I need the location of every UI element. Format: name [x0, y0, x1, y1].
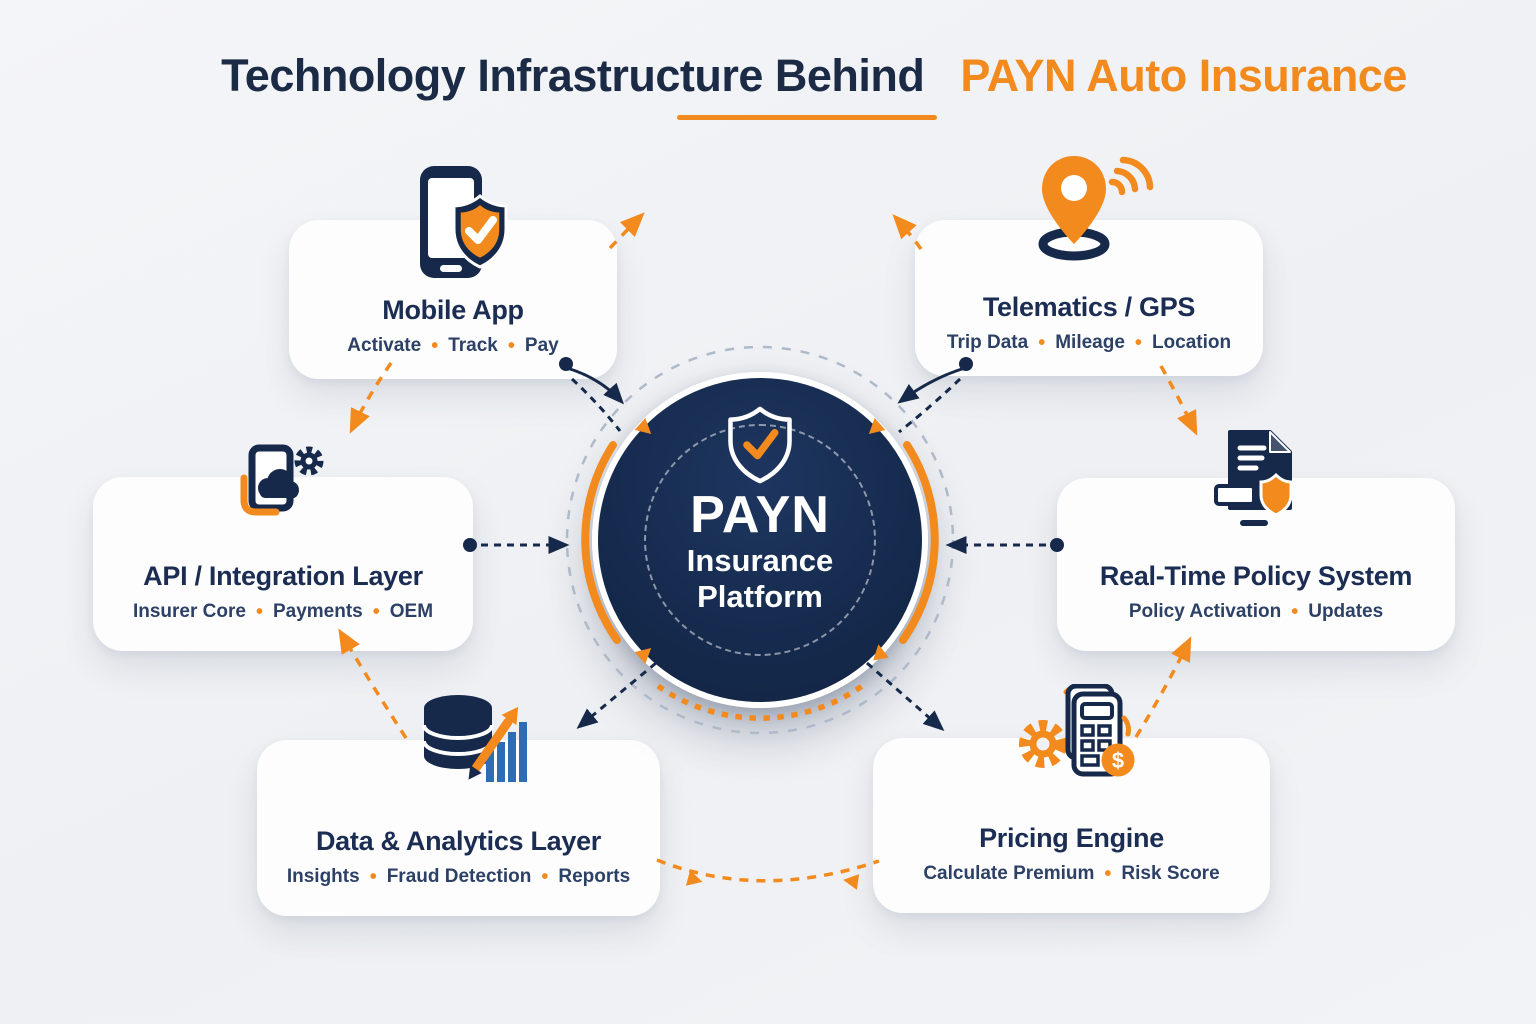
card-subtitle: Policy Activation • Updates	[1129, 601, 1383, 623]
card-item: Reports	[558, 866, 631, 887]
ring-bottom-arrowhead	[685, 870, 703, 886]
card-item: Trip Data	[946, 332, 1029, 353]
bullet-separator: •	[1104, 863, 1112, 885]
calculator-gear-coin-icon: $	[1019, 684, 1135, 777]
database-chart-icon	[422, 695, 527, 782]
arrow-hub-to-data	[576, 661, 657, 729]
page-title-prefix: Technology Infrastructure Behind	[221, 50, 925, 101]
hub-line2: Insurance	[686, 542, 834, 578]
card-item: Insurer Core	[132, 601, 246, 622]
dollar-glyph: $	[1112, 748, 1124, 773]
card-item: Track	[448, 335, 498, 356]
bullet-separator: •	[372, 601, 380, 623]
card-subtitle: Calculate Premium • Risk Score	[923, 863, 1219, 885]
gps-pin-signal-icon	[1038, 156, 1154, 261]
arrow-hub-to-pricing	[866, 661, 945, 731]
card-item: OEM	[389, 601, 434, 622]
card-item: Insights	[286, 866, 360, 887]
card-title: Telematics / GPS	[982, 292, 1196, 322]
title-space	[936, 50, 948, 101]
page-title-highlight: PAYN Auto Insurance	[960, 50, 1407, 101]
card-item: Payments	[272, 601, 363, 622]
bullet-separator: •	[255, 601, 263, 623]
hub-line3: Platform	[697, 579, 823, 615]
bullet-separator: •	[1038, 332, 1046, 354]
central-platform-hub: PAYN Insurance Platform	[592, 372, 928, 708]
policy-document-shield-icon	[1214, 430, 1293, 526]
bullet-separator: •	[541, 866, 549, 888]
card-item: Fraud Detection	[386, 866, 532, 887]
hub-brand-name: PAYN	[690, 486, 830, 544]
api-cloud-gear-icon	[240, 444, 324, 516]
telematics-gps-card: Telematics / GPS Trip Data • Mileage • Locat…	[915, 220, 1263, 376]
arrow-mobile-to-hub-dashed	[570, 377, 622, 432]
arrow-telematics-to-hub-dashed	[898, 377, 962, 434]
card-item: Risk Score	[1121, 863, 1220, 884]
title-underline	[677, 115, 937, 120]
card-subtitle: Insights • Fraud Detection • Reports	[287, 866, 630, 888]
bullet-separator: •	[431, 335, 439, 357]
mobile-shield-icon	[420, 166, 508, 278]
card-item: Pay	[524, 335, 559, 356]
card-item: Mileage	[1055, 332, 1125, 353]
card-title: Data & Analytics Layer	[315, 826, 602, 856]
shield-check-icon	[728, 406, 792, 484]
ring-arc-bottom	[656, 858, 880, 883]
card-title: API / Integration Layer	[143, 561, 423, 591]
page-title: Technology Infrastructure Behind PAYN Au…	[46, 50, 1536, 102]
data-analytics-card: Data & Analytics Layer Insights • Fraud De…	[257, 740, 660, 916]
card-item: Activate	[347, 335, 422, 356]
card-item: Updates	[1308, 601, 1384, 622]
bullet-separator: •	[369, 866, 377, 888]
ring-arrow-pricing-to-policy	[1134, 636, 1192, 738]
card-item: Location	[1151, 332, 1232, 353]
card-title: Real-Time Policy System	[1099, 561, 1413, 591]
ring-bottom-arrowhead	[843, 874, 860, 890]
bullet-separator: •	[1291, 601, 1299, 623]
card-subtitle: Insurer Core • Payments • OEM	[133, 601, 433, 623]
card-subtitle: Trip Data • Mileage • Location	[947, 332, 1231, 354]
card-item: Policy Activation	[1128, 601, 1282, 622]
bullet-separator: •	[507, 335, 515, 357]
pricing-engine-card: Pricing Engine Calculate Premium • Risk Sc…	[873, 738, 1270, 913]
card-subtitle: Activate • Track • Pay	[347, 335, 558, 357]
card-title: Mobile App	[382, 295, 524, 325]
card-title: Pricing Engine	[979, 823, 1164, 853]
bullet-separator: •	[1134, 332, 1142, 354]
card-item: Calculate Premium	[923, 863, 1095, 884]
